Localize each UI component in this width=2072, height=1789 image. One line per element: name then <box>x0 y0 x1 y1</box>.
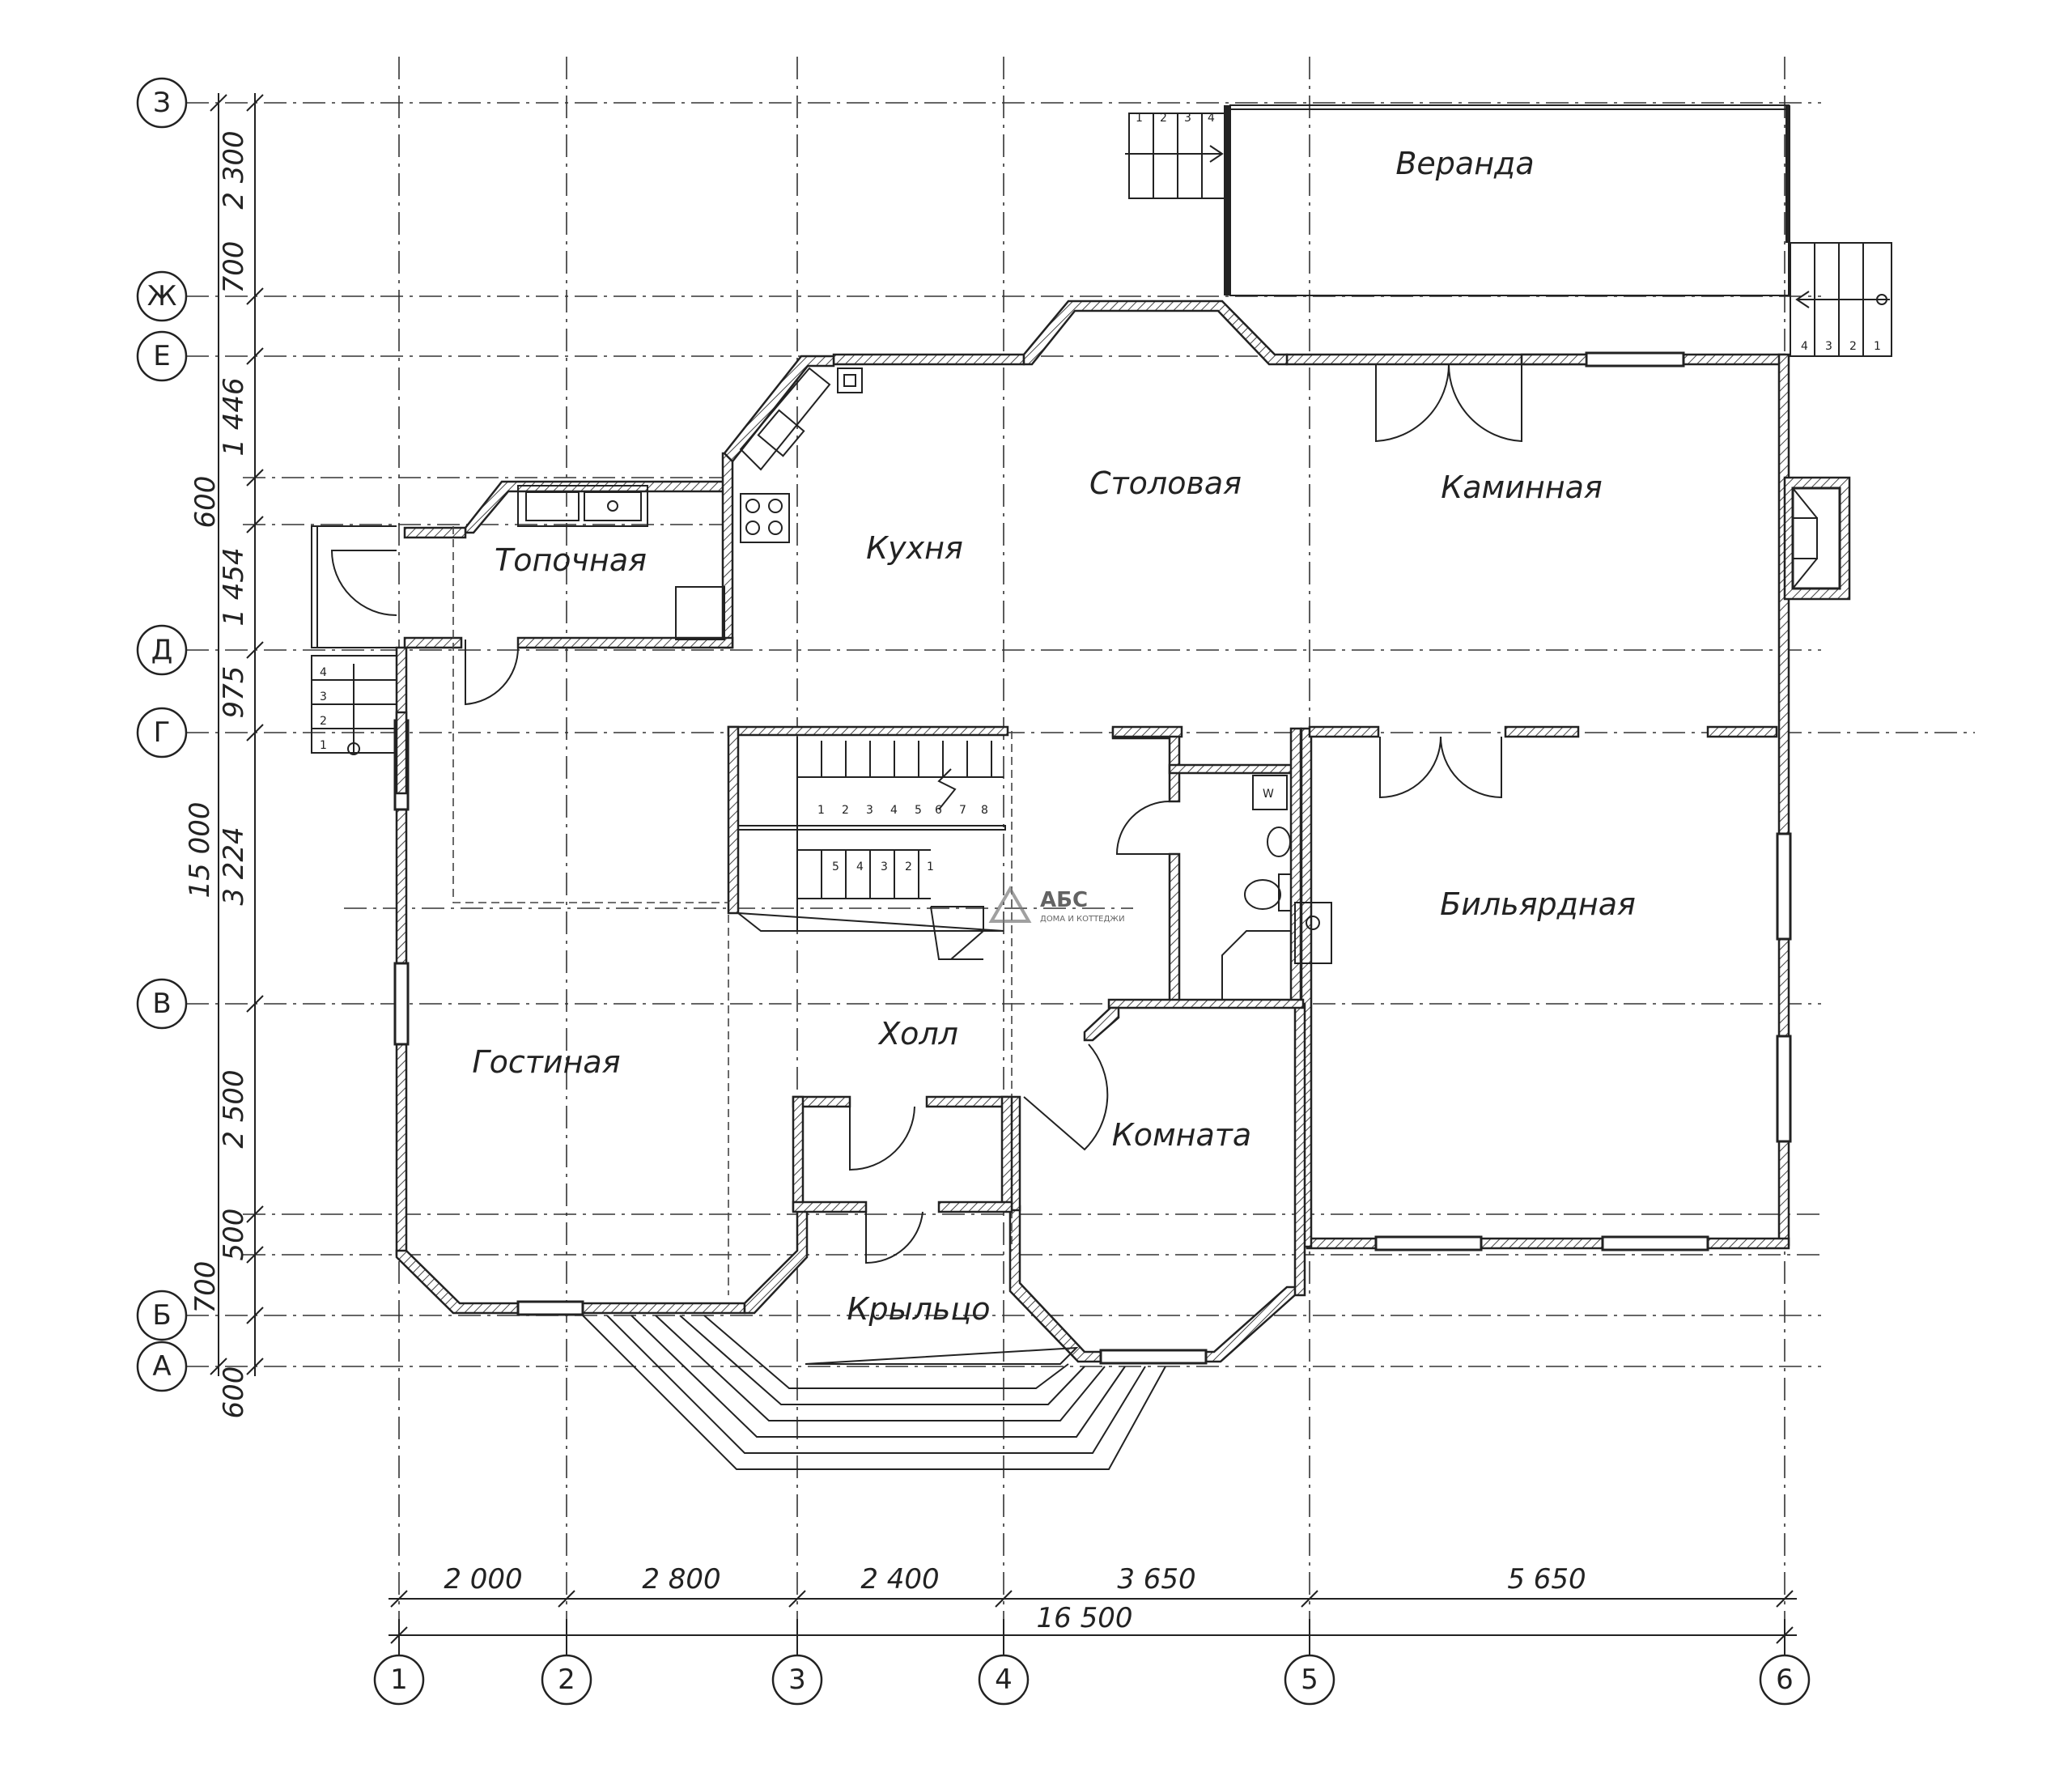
dim-bottom-total: 16 500 <box>1037 1602 1133 1634</box>
side-step-4: 4 <box>320 666 327 679</box>
dim-left-600a: 600 <box>189 476 222 529</box>
bottom-dimensions: 2 000 2 800 2 400 3 650 5 650 16 500 <box>388 1563 1797 1644</box>
washing-machine-label: W <box>1263 788 1274 801</box>
stairs-main: 1 2 3 4 5 6 7 8 5 4 3 2 1 <box>452 526 1013 1295</box>
dim-left-700a: 700 <box>218 241 250 294</box>
dim-bottom-4: 3 650 <box>1117 1563 1195 1596</box>
main-lower-step-3: 3 <box>881 861 888 873</box>
veranda-right-step-2: 2 <box>1849 340 1857 353</box>
dim-bottom-3: 2 400 <box>860 1563 939 1596</box>
main-upper-step-3: 3 <box>866 804 873 817</box>
boiler-room: 4 3 2 1 <box>311 452 734 795</box>
dim-bottom-2: 2 800 <box>642 1563 720 1596</box>
logo-tagline: ДОМА И КОТТЕДЖИ <box>1040 915 1125 924</box>
axis-label-a: А <box>152 1350 171 1383</box>
room-walls <box>1008 1006 1120 1212</box>
main-upper-step-8: 8 <box>981 804 988 817</box>
main-upper-step-7: 7 <box>959 804 966 817</box>
doors <box>1111 353 1778 799</box>
main-lower-step-2: 2 <box>905 861 912 873</box>
dim-left-1454: 1 454 <box>218 547 250 626</box>
label-fireplace: Каминная <box>1441 470 1602 505</box>
veranda: 1 2 3 4 4 3 2 1 <box>1125 104 1892 357</box>
dim-left-500: 500 <box>218 1209 250 1261</box>
label-billiard: Бильярдная <box>1440 886 1636 922</box>
label-boiler: Топочная <box>495 542 647 578</box>
axis-label-3: 3 <box>788 1664 806 1696</box>
label-dining: Столовая <box>1089 465 1242 501</box>
logo-watermark: АБС ДОМА И КОТТЕДЖИ <box>988 885 1125 924</box>
dim-left-total: 15 000 <box>184 802 216 899</box>
room-labels: Веранда Столовая Каминная Топочная Кухня… <box>472 146 1635 1327</box>
hall-porch-walls <box>582 1095 1166 1470</box>
axis-label-g: Г <box>154 716 171 749</box>
main-lower-step-5: 5 <box>832 861 839 873</box>
side-step-3: 3 <box>320 691 327 703</box>
label-hall: Холл <box>877 1016 958 1052</box>
main-upper-step-4: 4 <box>890 804 898 817</box>
axis-label-z: З <box>153 87 171 119</box>
main-upper-step-2: 2 <box>842 804 849 817</box>
axis-label-4: 4 <box>995 1664 1013 1696</box>
label-room: Комната <box>1112 1117 1251 1153</box>
main-lower-step-1: 1 <box>927 861 934 873</box>
dim-bottom-1: 2 000 <box>444 1563 522 1596</box>
axis-label-1: 1 <box>390 1664 408 1696</box>
side-step-2: 2 <box>320 715 327 728</box>
axis-label-e: Е <box>153 340 170 372</box>
axis-label-zh: Ж <box>147 280 177 312</box>
axis-label-v: В <box>152 988 171 1020</box>
veranda-left-step-1: 1 <box>1136 112 1143 125</box>
main-lower-step-4: 4 <box>856 861 864 873</box>
axis-label-d: Д <box>151 634 173 666</box>
axis-label-b: Б <box>152 1299 171 1332</box>
dim-left-700b: 700 <box>189 1261 222 1314</box>
main-upper-step-5: 5 <box>915 804 922 817</box>
dim-left-1446: 1 446 <box>218 377 250 456</box>
axis-markers-horizontal: З Ж Е Д Г В Б А <box>136 77 188 1392</box>
veranda-right-step-3: 3 <box>1825 340 1832 353</box>
bathroom: W <box>1107 727 1332 1009</box>
veranda-right-step-4: 4 <box>1801 340 1808 353</box>
main-upper-step-6: 6 <box>935 804 942 817</box>
dim-left-3224: 3 224 <box>218 827 250 905</box>
veranda-right-step-1: 1 <box>1874 340 1881 353</box>
label-porch: Крыльцо <box>847 1291 991 1327</box>
label-kitchen: Кухня <box>866 530 963 566</box>
veranda-left-step-3: 3 <box>1184 112 1191 125</box>
axis-label-5: 5 <box>1301 1664 1318 1696</box>
main-upper-step-1: 1 <box>817 804 825 817</box>
axis-markers-vertical: 1 2 3 4 5 6 <box>373 1619 1811 1706</box>
dim-left-975: 975 <box>218 666 250 719</box>
logo-mark: АБС <box>1040 888 1088 912</box>
exterior-walls <box>395 300 1851 1365</box>
grid-lines <box>186 57 1975 1619</box>
left-dimensions: 2 300 700 1 446 600 1 454 975 3 224 2 50… <box>184 93 264 1419</box>
dim-left-2300: 2 300 <box>218 130 250 209</box>
dim-left-600b: 600 <box>218 1366 250 1419</box>
axis-label-2: 2 <box>558 1664 575 1696</box>
label-living: Гостиная <box>472 1044 620 1080</box>
veranda-left-step-4: 4 <box>1208 112 1215 125</box>
side-step-1: 1 <box>320 739 327 752</box>
dim-left-2500: 2 500 <box>218 1069 250 1148</box>
axis-label-6: 6 <box>1776 1664 1794 1696</box>
dim-bottom-5: 5 650 <box>1507 1563 1586 1596</box>
label-veranda: Веранда <box>1395 146 1534 181</box>
kitchen-fixtures <box>723 355 863 543</box>
veranda-left-step-2: 2 <box>1160 112 1167 125</box>
